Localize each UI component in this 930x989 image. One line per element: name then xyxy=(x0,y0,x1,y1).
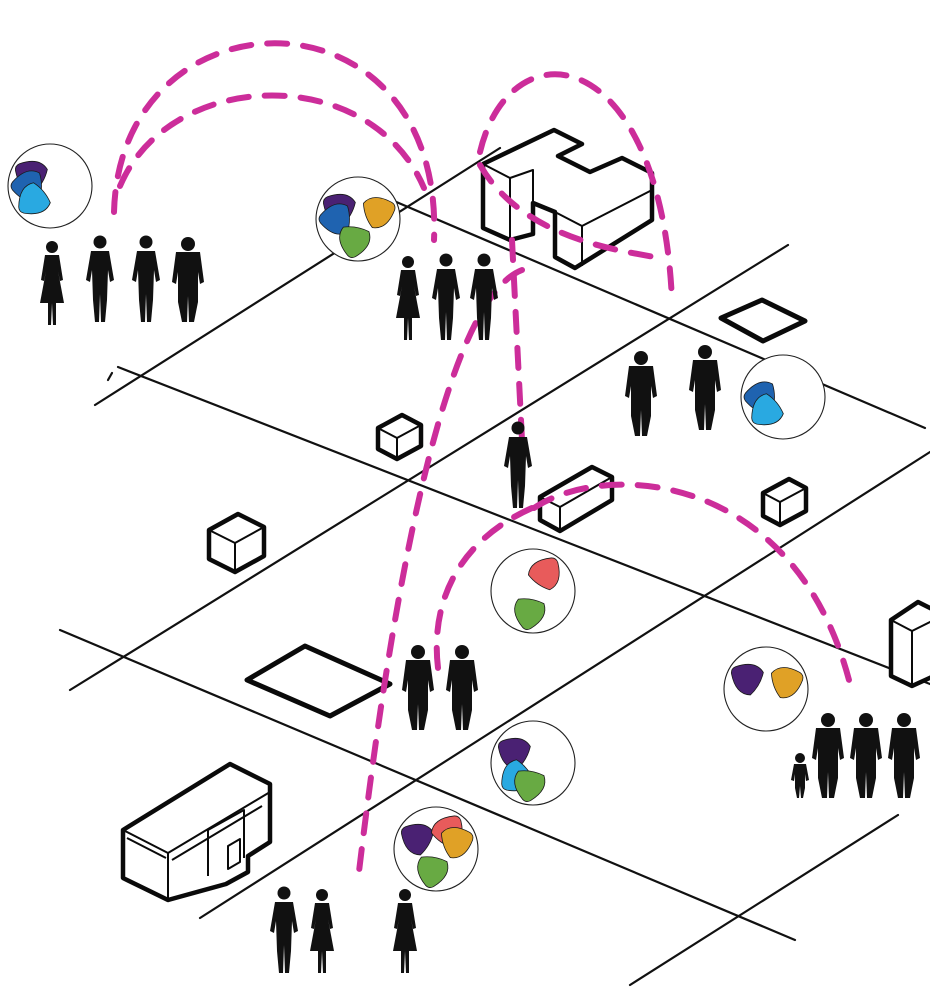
badge-petal-purple xyxy=(498,737,531,770)
people-group-2 xyxy=(396,253,498,340)
badge-petal-orange xyxy=(441,827,474,859)
building-house xyxy=(120,761,273,903)
badge-petal-purple xyxy=(731,663,764,696)
badge-petal-cyan xyxy=(751,393,784,426)
badge-petal-orange xyxy=(771,667,804,699)
badge-e xyxy=(723,646,809,732)
badge-petal-purple xyxy=(401,823,434,856)
badge-petal-orange xyxy=(363,197,396,229)
people-group-1 xyxy=(40,235,204,325)
building-edge xyxy=(888,599,930,689)
street-grid xyxy=(58,146,930,987)
badge-petal-cyan xyxy=(18,182,51,215)
people-group-6 xyxy=(270,886,417,973)
badge-petal-green xyxy=(339,226,371,258)
empty-plot-2 xyxy=(244,643,393,719)
badge-d xyxy=(490,548,576,634)
badge-petal-blue xyxy=(318,203,350,235)
connection-arcs xyxy=(111,40,855,883)
people-group-3 xyxy=(625,345,721,436)
building-cube-3 xyxy=(760,476,809,528)
badge-petal-green xyxy=(514,598,546,630)
badge-c xyxy=(740,354,826,440)
building-h-block xyxy=(480,127,655,271)
badge-petal-green xyxy=(417,856,449,888)
person-lone-1 xyxy=(504,421,532,508)
badge-b xyxy=(315,176,401,262)
badge-petal-green xyxy=(514,770,546,802)
resource-badges xyxy=(7,143,826,892)
empty-plot-1 xyxy=(718,297,808,344)
badge-g xyxy=(393,806,479,892)
badge-f xyxy=(490,720,576,806)
building-cube-1 xyxy=(375,412,424,462)
badge-a xyxy=(7,143,93,229)
people-group-5 xyxy=(791,713,920,798)
building-cube-2 xyxy=(206,511,267,575)
badge-petal-red xyxy=(527,557,560,591)
